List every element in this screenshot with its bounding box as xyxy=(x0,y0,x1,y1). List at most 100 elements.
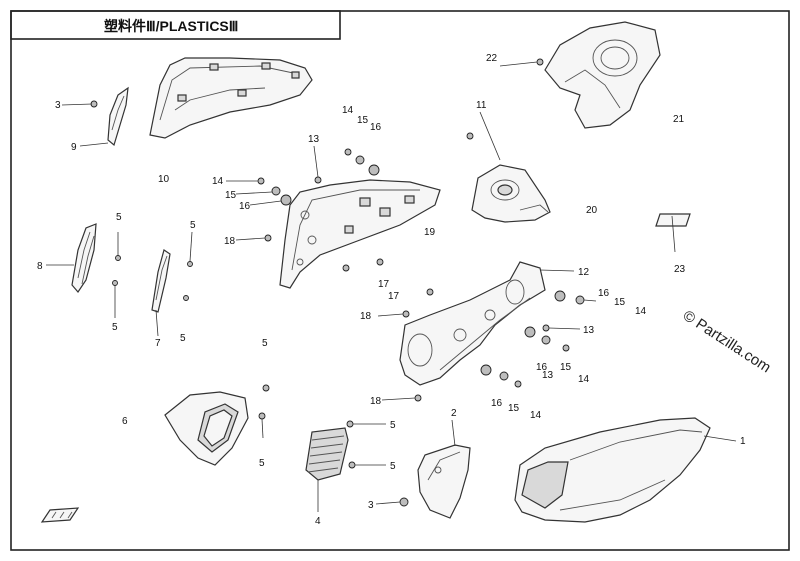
part-9-bracket xyxy=(107,86,129,147)
callout-13c: 13 xyxy=(542,370,554,381)
callout-9: 9 xyxy=(71,142,77,153)
part-21-upper-shroud xyxy=(544,21,661,129)
clip-17b xyxy=(426,288,434,296)
callout-8: 8 xyxy=(37,261,43,272)
callout-16a: 16 xyxy=(370,122,382,133)
screw-5e xyxy=(262,384,270,392)
screw-5f xyxy=(258,412,266,420)
callout-16c: 16 xyxy=(598,288,610,299)
callout-16d: 16 xyxy=(536,362,548,373)
bolt-13-top xyxy=(314,176,322,184)
callout-22: 22 xyxy=(486,53,498,64)
callout-3-top: 3 xyxy=(55,100,61,111)
callout-18c: 18 xyxy=(370,396,382,407)
nut-16-right xyxy=(554,290,566,302)
callout-15e: 15 xyxy=(508,403,520,414)
callout-13b: 13 xyxy=(583,325,595,336)
callout-5f: 5 xyxy=(259,458,265,469)
washer-15-top xyxy=(355,155,365,165)
callout-7: 7 xyxy=(155,338,161,349)
callout-5g: 5 xyxy=(390,420,396,431)
bolt-14-low xyxy=(514,380,522,388)
bolt-14-top xyxy=(344,148,352,156)
callout-5h: 5 xyxy=(390,461,396,472)
bolt-3-bottom xyxy=(399,497,409,507)
part-2-lower-cover xyxy=(417,444,471,519)
part-23-small-plate xyxy=(655,213,691,227)
callout-14b: 14 xyxy=(212,176,224,187)
part-6-vent-frame xyxy=(164,391,249,466)
screw-5d xyxy=(183,295,189,301)
callout-16b: 16 xyxy=(239,201,251,212)
callout-5c: 5 xyxy=(190,220,196,231)
callout-15c: 15 xyxy=(614,297,626,308)
callouts: 1 2 3 3 4 5 5 5 5 5 5 5 5 6 7 8 9 10 11 … xyxy=(37,53,746,527)
callout-14d: 14 xyxy=(578,374,590,385)
callout-17b: 17 xyxy=(388,291,400,302)
part-19-inner-panel xyxy=(279,179,441,289)
part-8-vertical-grille xyxy=(71,223,97,293)
callout-14e: 14 xyxy=(530,410,542,421)
callout-16e: 16 xyxy=(491,398,503,409)
bolt-13-right xyxy=(542,324,550,332)
clip-18-mid xyxy=(402,310,410,318)
callout-11: 11 xyxy=(476,100,487,111)
washer-15-left xyxy=(271,186,281,196)
clip-18-low xyxy=(414,394,422,402)
callout-5d: 5 xyxy=(180,333,186,344)
washer-15-right xyxy=(575,295,585,305)
callout-5e: 5 xyxy=(262,338,268,349)
watermark: © Partzilla.com xyxy=(680,307,774,376)
bolt-11 xyxy=(466,132,474,140)
callout-15d: 15 xyxy=(560,362,572,373)
part-4-grille-insert xyxy=(305,427,349,481)
callout-2: 2 xyxy=(451,408,457,419)
callout-15b: 15 xyxy=(225,190,237,201)
screw-5b xyxy=(112,280,118,286)
bolt-22 xyxy=(536,58,544,66)
bolt-14-left xyxy=(257,177,265,185)
callout-21: 21 xyxy=(673,114,685,125)
brand-logo-icon xyxy=(40,507,80,523)
callout-18b: 18 xyxy=(360,311,372,322)
callout-10: 10 xyxy=(158,174,170,185)
leader-lines xyxy=(46,61,737,512)
part-12-frame-panel xyxy=(399,261,546,386)
part-1-side-panel xyxy=(514,417,711,523)
title-box xyxy=(10,10,341,40)
part-20-upper-bracket xyxy=(471,164,551,223)
part-10-side-cover xyxy=(149,57,313,139)
diagram-border xyxy=(10,10,790,551)
washer-15-mid xyxy=(541,335,551,345)
callout-13a: 13 xyxy=(308,134,320,145)
callout-4: 4 xyxy=(315,516,321,527)
callout-6: 6 xyxy=(122,416,128,427)
callout-14c: 14 xyxy=(635,306,647,317)
nut-16-low xyxy=(480,364,492,376)
part-7-trim-strip xyxy=(151,249,171,313)
callout-5a: 5 xyxy=(116,212,122,223)
callout-14a: 14 xyxy=(342,105,354,116)
nut-16-left xyxy=(280,194,292,206)
nut-16-top xyxy=(368,164,380,176)
screw-5g xyxy=(346,420,354,428)
clip-18-upper xyxy=(264,234,272,242)
screw-5c xyxy=(187,261,193,267)
clip-17c xyxy=(376,258,384,266)
callout-5b: 5 xyxy=(112,322,118,333)
callout-23: 23 xyxy=(674,264,686,275)
callout-17a: 17 xyxy=(378,279,390,290)
washer-15-low xyxy=(499,371,509,381)
clip-17a xyxy=(342,264,350,272)
bolt-14-mid xyxy=(562,344,570,352)
fasteners xyxy=(90,58,585,507)
callout-3-bottom: 3 xyxy=(368,500,374,511)
callout-15a: 15 xyxy=(357,115,369,126)
screw-5h xyxy=(348,461,356,469)
callout-12: 12 xyxy=(578,267,590,278)
callout-20: 20 xyxy=(586,205,598,216)
nut-16-mid xyxy=(524,326,536,338)
callout-19: 19 xyxy=(424,227,436,238)
diagram-title: 塑料件Ⅲ/PLASTICSⅢ xyxy=(104,18,238,34)
